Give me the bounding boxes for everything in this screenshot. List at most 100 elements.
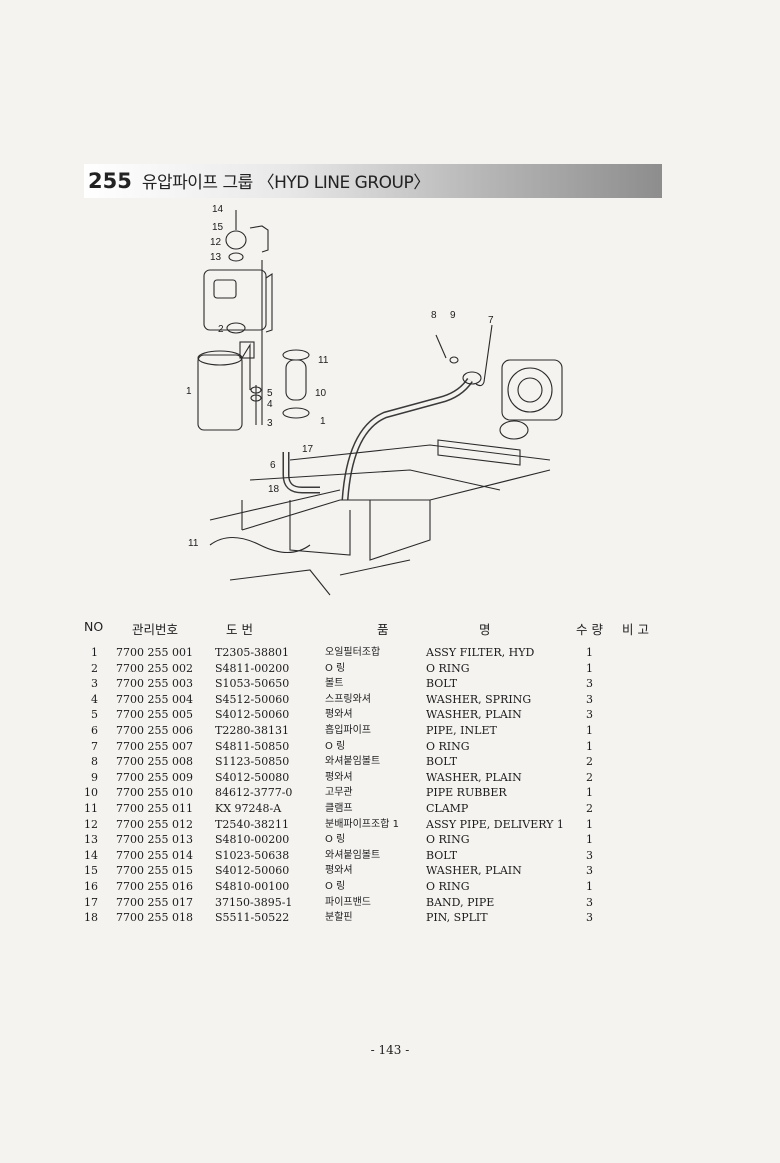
callout-label: 11 <box>188 538 199 549</box>
korean-name-cell: 클램프 <box>325 802 353 814</box>
drawing-no-cell: S4512-50060 <box>215 692 290 706</box>
quantity-cell: 3 <box>586 911 593 925</box>
management-no-cell: 7700 255 011 <box>116 801 193 815</box>
drawing-no-cell: S4810-00200 <box>215 833 290 847</box>
callout-label: 9 <box>450 310 456 321</box>
quantity-cell: 1 <box>586 739 593 753</box>
quantity-cell: 2 <box>586 755 593 769</box>
part-no-cell: 10 <box>84 786 98 800</box>
callout-label: 1 <box>186 386 192 397</box>
callout-label: 1 <box>320 416 326 427</box>
quantity-cell: 3 <box>586 895 593 909</box>
part-no-cell: 2 <box>91 661 98 675</box>
management-no-cell: 7700 255 013 <box>116 833 193 847</box>
drawing-no-cell: 37150-3895-1 <box>215 895 293 909</box>
english-name-cell: WASHER, PLAIN <box>426 708 522 722</box>
korean-name-cell: 분배파이프조합 1 <box>325 818 399 830</box>
drawing-no-cell: S1123-50850 <box>215 755 290 769</box>
english-name-cell: WASHER, SPRING <box>426 692 532 706</box>
management-no-cell: 7700 255 016 <box>116 879 193 893</box>
drawing-no-cell: T2305-38801 <box>215 646 290 659</box>
korean-name-cell: 파이프밴드 <box>325 896 371 908</box>
english-name-cell: O RING <box>426 661 470 675</box>
drawing-no-cell: S4810-00100 <box>215 879 290 893</box>
korean-name-cell: 고무관 <box>325 787 353 799</box>
quantity-cell: 2 <box>586 801 593 815</box>
management-no-cell: 7700 255 002 <box>116 661 193 675</box>
part-no-cell: 13 <box>84 833 98 847</box>
col-header-qty: 수 량 <box>576 622 603 637</box>
part-no-cell: 14 <box>84 848 98 862</box>
title-band <box>84 164 662 198</box>
korean-name-cell: 평와셔 <box>325 771 353 783</box>
col-header-remarks: 비 고 <box>622 622 649 637</box>
management-no-cell: 7700 255 010 <box>116 786 193 800</box>
drawing-no-cell: S4012-50060 <box>215 864 290 878</box>
management-no-cell: 7700 255 014 <box>116 848 193 862</box>
management-no-cell: 7700 255 018 <box>116 911 193 925</box>
drawing-no-cell: S5511-50522 <box>215 911 290 925</box>
drawing-no-cell: S1023-50638 <box>215 848 290 862</box>
korean-name-cell: O 링 <box>325 740 346 752</box>
quantity-cell: 3 <box>586 848 593 862</box>
callout-label: 4 <box>267 399 273 410</box>
part-no-cell: 17 <box>84 895 98 909</box>
col-header-management-no: 관리번호 <box>132 622 179 637</box>
english-name-cell: WASHER, PLAIN <box>426 770 522 784</box>
management-no-cell: 7700 255 017 <box>116 895 193 909</box>
english-name-cell: BOLT <box>426 677 458 691</box>
callout-label: 6 <box>270 460 276 471</box>
korean-name-cell: O 링 <box>325 834 346 846</box>
parts-table: 1 7700 255 001 T2305-38801 오일필터조합 ASSY FILTE… <box>84 645 660 926</box>
management-no-cell: 7700 255 008 <box>116 755 193 769</box>
korean-name-cell: O 링 <box>325 880 346 892</box>
english-name-cell: O RING <box>426 833 470 847</box>
quantity-cell: 1 <box>586 723 593 737</box>
col-header-no: NO <box>84 619 104 634</box>
part-no-cell: 4 <box>91 692 98 706</box>
drawing-no-cell: 84612-3777-0 <box>215 786 293 800</box>
drawing-no-cell: T2280-38131 <box>215 723 290 737</box>
callout-label: 12 <box>210 237 222 248</box>
english-name-cell: CLAMP <box>426 801 469 815</box>
group-number: 255 <box>88 169 132 193</box>
management-no-cell: 7700 255 001 <box>116 646 193 659</box>
part-no-cell: 8 <box>91 755 98 769</box>
callout-label: 2 <box>218 324 224 335</box>
part-no-cell: 9 <box>91 770 98 784</box>
callout-label: 15 <box>212 222 224 233</box>
col-header-name-left: 품 <box>377 622 389 637</box>
drawing-no-cell: S4012-50060 <box>215 708 290 722</box>
drawing-no-cell: S1053-50650 <box>215 677 290 691</box>
callout-label: 3 <box>267 418 273 429</box>
management-no-cell: 7700 255 007 <box>116 739 193 753</box>
korean-name-cell: 와셔붙임볼트 <box>325 756 381 768</box>
english-name-cell: ASSY FILTER, HYD <box>426 646 535 659</box>
quantity-cell: 3 <box>586 692 593 706</box>
exploded-parts-diagram: 14 15 12 13 2 1 5 4 3 11 10 1 17 6 18 8 … <box>186 204 563 596</box>
english-name-cell: O RING <box>426 879 470 893</box>
drawing-no-cell: S4811-50850 <box>215 739 290 753</box>
management-no-cell: 7700 255 015 <box>116 864 193 878</box>
drawing-no-cell: KX 97248-A <box>215 801 282 815</box>
management-no-cell: 7700 255 006 <box>116 723 193 737</box>
korean-name-cell: 오일필터조합 <box>325 647 381 658</box>
part-no-cell: 7 <box>91 739 98 753</box>
english-name-cell: PIPE, INLET <box>426 723 497 737</box>
part-no-cell: 12 <box>84 817 98 831</box>
part-no-cell: 16 <box>84 879 98 893</box>
quantity-cell: 2 <box>586 770 593 784</box>
management-no-cell: 7700 255 005 <box>116 708 193 722</box>
callout-label: 5 <box>267 388 273 399</box>
